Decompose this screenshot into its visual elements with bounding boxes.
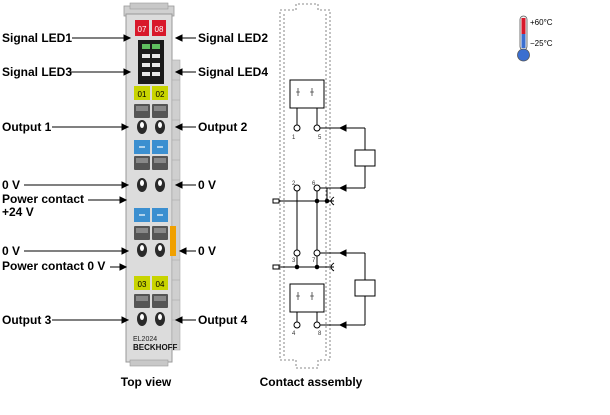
- led-01: [134, 86, 150, 100]
- caption-top-view: Top view: [121, 375, 172, 389]
- led-08-label: 08: [155, 25, 164, 34]
- led-02-label: 02: [156, 90, 165, 99]
- terminal-row-1: [134, 104, 168, 134]
- led-04: [152, 276, 168, 290]
- label-output-2: Output 2: [198, 120, 248, 134]
- led-02: [152, 86, 168, 100]
- label-0v-bottom-right: 0 V: [198, 244, 216, 258]
- terminal-row-3: [134, 226, 168, 257]
- label-0v-top-right: 0 V: [198, 178, 216, 192]
- temp-max: +60°C: [530, 18, 553, 27]
- caption-contact-assembly: Contact assembly: [260, 375, 363, 389]
- terminal-module: 07 08 01 02: [123, 2, 181, 367]
- pin-3: 3: [292, 258, 296, 264]
- thermometer-icon: [517, 15, 530, 62]
- pin-6: 6: [312, 181, 316, 187]
- label-signal-led3: Signal LED3: [2, 65, 72, 79]
- terminal-row-4: [134, 294, 168, 326]
- pin-1: 1: [292, 135, 296, 141]
- pin-4: 4: [292, 331, 296, 337]
- led-04-label: 04: [156, 280, 165, 289]
- label-signal-led1: Signal LED1: [2, 31, 72, 45]
- pin-8: 8: [318, 331, 322, 337]
- label-output-1: Output 1: [2, 120, 52, 134]
- led-03: [134, 276, 150, 290]
- power-contact-marker: [170, 226, 176, 256]
- led-07-label: 07: [138, 25, 147, 34]
- brand-label: BECKHOFF: [133, 343, 178, 352]
- label-0v-top-left: 0 V: [2, 178, 20, 192]
- pin-2: 2: [292, 181, 296, 187]
- led-03-label: 03: [138, 280, 147, 289]
- label-power-contact: Power contact: [2, 192, 84, 206]
- label-plus-24v: +24 V: [2, 205, 34, 219]
- led-01-label: 01: [138, 90, 147, 99]
- led-08: [152, 20, 166, 36]
- label-output-3: Output 3: [2, 313, 52, 327]
- model-label: EL2024: [133, 336, 157, 343]
- led-window: [138, 40, 164, 84]
- led-07: [135, 20, 149, 36]
- left-labels: [24, 34, 132, 324]
- terminal-row-2: [134, 156, 168, 192]
- label-signal-led2: Signal LED2: [198, 31, 268, 45]
- pin-7: 7: [312, 258, 316, 264]
- label-signal-led4: Signal LED4: [198, 65, 268, 79]
- contact-assembly-schematic: [272, 3, 376, 369]
- pin-5: 5: [318, 135, 322, 141]
- temp-min: −25°C: [530, 39, 553, 48]
- label-0v-bottom-left: 0 V: [2, 244, 20, 258]
- label-output-4: Output 4: [198, 313, 248, 327]
- label-power-contact-0v: Power contact 0 V: [2, 259, 105, 273]
- right-labels: [174, 34, 196, 324]
